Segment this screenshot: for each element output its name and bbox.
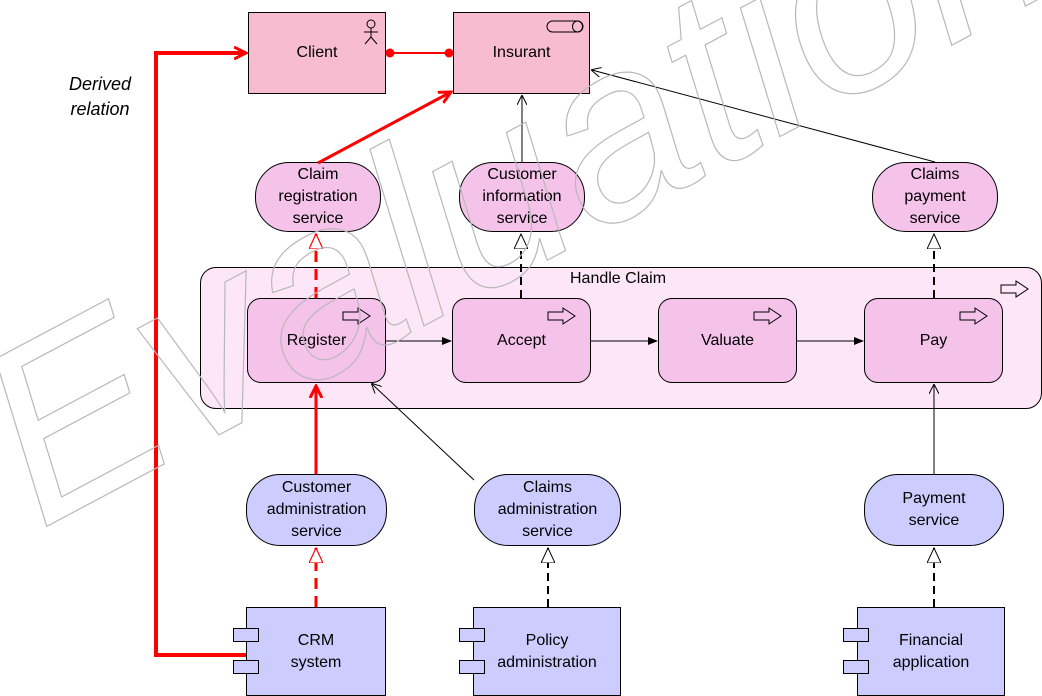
step-label: Pay: [919, 331, 948, 349]
service-customer-information[interactable]: Customer information service: [459, 162, 585, 232]
actor-label: Client: [296, 44, 338, 61]
component-policy-administration[interactable]: Policy administration: [473, 607, 621, 696]
process-step-register[interactable]: Register: [247, 298, 386, 383]
derived-relation-note: Derived relation: [68, 74, 132, 119]
process-arrow-icon: [753, 307, 782, 325]
service-claims-administration[interactable]: Claims administration service: [474, 474, 621, 546]
component-label: Financial application: [892, 631, 970, 671]
step-label: Valuate: [700, 331, 755, 349]
component-icon: [843, 660, 869, 674]
process-arrow-icon: [1000, 280, 1029, 298]
step-label: Register: [286, 331, 347, 349]
component-financial-application[interactable]: Financial application: [857, 607, 1005, 696]
role-label: Insurant: [492, 44, 551, 61]
process-arrow-icon: [959, 307, 988, 325]
process-container-label: Handle Claim: [570, 270, 667, 287]
service-payment[interactable]: Payment service: [864, 474, 1004, 546]
service-claim-registration[interactable]: Claim registration service: [255, 162, 381, 232]
service-customer-administration[interactable]: Customer administration service: [246, 474, 387, 546]
component-crm-system[interactable]: CRM system: [246, 607, 386, 696]
component-icon: [233, 628, 259, 642]
process-arrow-icon: [547, 307, 576, 325]
component-label: CRM system: [290, 631, 342, 671]
actor-icon: [364, 19, 378, 45]
service-claims-payment[interactable]: Claims payment service: [872, 162, 998, 232]
component-icon: [233, 660, 259, 674]
component-label: Policy administration: [497, 631, 597, 671]
process-step-pay[interactable]: Pay: [864, 298, 1003, 383]
process-arrow-icon: [342, 307, 371, 325]
component-icon: [459, 628, 485, 642]
actor-client[interactable]: Client: [248, 12, 386, 94]
component-icon: [459, 660, 485, 674]
role-icon: [546, 20, 584, 33]
process-step-accept[interactable]: Accept: [452, 298, 591, 383]
process-step-valuate[interactable]: Valuate: [658, 298, 797, 383]
component-icon: [843, 628, 869, 642]
step-label: Accept: [497, 331, 546, 349]
role-insurant[interactable]: Insurant: [453, 12, 590, 94]
